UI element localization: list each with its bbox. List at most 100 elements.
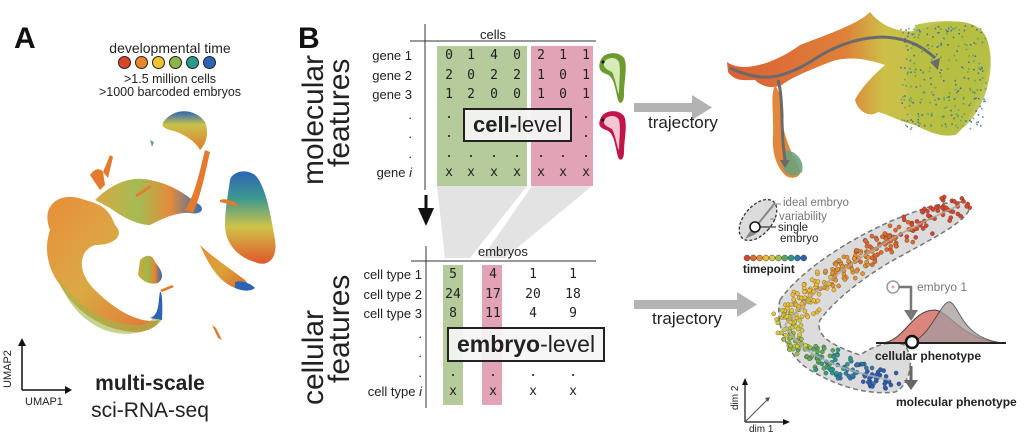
matrix-cell: 1 [582, 67, 590, 83]
matrix-cell: . [559, 145, 567, 161]
speckle [903, 99, 906, 101]
matrix-cell: 1 [559, 48, 567, 63]
speckle [910, 100, 913, 103]
speckle [973, 92, 976, 94]
embryo-point [919, 208, 925, 214]
umap-cluster-middle [95, 178, 202, 225]
embryo-point [913, 235, 918, 240]
embryo-1-arrow [904, 310, 918, 321]
speckle [926, 33, 929, 36]
speckle [931, 45, 934, 48]
embryos-count-stat: >1000 barcoded embryos [98, 85, 242, 99]
speckle [965, 48, 968, 51]
embryo-point [852, 275, 858, 281]
trajectory-path-main [729, 35, 937, 79]
row-label: cell type 1 [363, 267, 422, 282]
trajectory-path-branch [776, 79, 787, 161]
speckle [964, 25, 967, 27]
timepoint-dot [768, 254, 776, 262]
speckle [950, 29, 953, 32]
speckle [936, 46, 939, 48]
speckle [904, 37, 906, 40]
speckle [934, 99, 936, 101]
embryo-point [870, 262, 875, 267]
speckle [964, 43, 966, 46]
embryo-point [901, 217, 907, 223]
speckle [946, 68, 949, 70]
speckle [953, 54, 956, 57]
speckle [939, 28, 942, 30]
speckle [966, 44, 968, 47]
row-label: . [418, 325, 422, 341]
embryo-point [811, 298, 816, 303]
speckle [959, 87, 962, 90]
matrix-cell: x [529, 384, 537, 399]
trajectory-cloud-branch-tip [783, 150, 803, 176]
embryo-point [797, 332, 802, 338]
speckle [912, 102, 914, 104]
speckle [957, 90, 960, 92]
speckle [979, 68, 982, 70]
speckle [908, 27, 910, 30]
funnel-pink [482, 186, 592, 258]
embryo-point [831, 354, 837, 359]
matrix-cell: 0 [513, 48, 521, 63]
embryo-point [855, 362, 860, 367]
speckle [976, 29, 978, 31]
matrix-cell: 2 [467, 87, 475, 102]
speckle [944, 123, 947, 125]
speckle [981, 77, 984, 79]
embryo-point [823, 370, 829, 376]
speckle [923, 91, 925, 93]
speckle [953, 28, 955, 30]
speckle [918, 34, 920, 36]
embryo-point [781, 336, 787, 342]
down-arrow-head [418, 208, 434, 226]
embryo-point [860, 379, 866, 384]
speckle [973, 68, 975, 71]
speckle [961, 115, 963, 118]
speckle [979, 28, 982, 30]
umap-cluster-main [47, 196, 160, 332]
speckle [905, 58, 908, 60]
timepoint-label: timepoint [743, 264, 795, 276]
embryo-point [867, 376, 872, 381]
speckle [921, 48, 923, 50]
speckle [900, 98, 903, 101]
speckle [984, 37, 987, 40]
embryo-point [802, 295, 808, 300]
embryo-point [815, 279, 821, 284]
speckle [909, 128, 912, 131]
trajectory-arrow-top-shaft [634, 103, 694, 112]
matrix-cell: 1 [529, 267, 537, 282]
matrix-cell: . [445, 126, 453, 141]
speckle [954, 105, 956, 107]
variability-legend-ellipse [738, 198, 778, 242]
speckle [984, 88, 987, 90]
speckle [930, 114, 933, 117]
matrix-cell: 1 [537, 67, 545, 83]
speckle [961, 66, 963, 68]
row-label: cell type 2 [363, 286, 422, 302]
speckle [910, 47, 913, 49]
timepoint-dot [800, 254, 807, 262]
embryo-point [884, 247, 889, 252]
speckle [948, 59, 950, 62]
timepoint-dot [781, 254, 789, 262]
legend-dot [203, 56, 216, 69]
embryo-point [821, 346, 827, 351]
embryo-point [842, 277, 848, 282]
variability-envelope [778, 201, 970, 394]
embryo-1-connector [899, 285, 913, 312]
embryo-point [869, 365, 875, 371]
embryo-point [930, 231, 935, 236]
speckle [920, 98, 923, 101]
row-label: gene 3 [372, 87, 412, 102]
speckle [918, 29, 921, 31]
matrix-cell: 1 [467, 48, 475, 63]
speckle [939, 72, 941, 74]
embryo-point [849, 266, 855, 272]
speckle [902, 32, 904, 34]
embryo-level-label: embryo-level [447, 327, 606, 362]
